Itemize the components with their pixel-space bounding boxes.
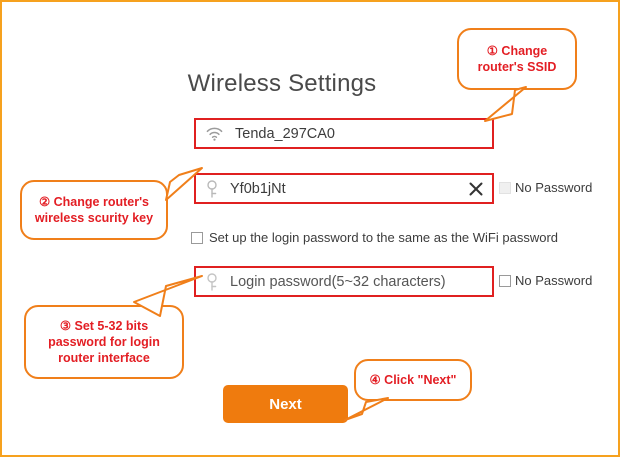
login-password-field[interactable]: Login password(5~32 characters) <box>194 266 494 297</box>
key-icon <box>207 179 217 198</box>
login-password-placeholder: Login password(5~32 characters) <box>230 273 446 290</box>
callout-1-tail <box>484 86 527 122</box>
close-x-icon[interactable] <box>468 181 484 197</box>
page-title: Wireless Settings <box>187 70 377 97</box>
same-password-label: Set up the login password to the same as… <box>209 230 559 245</box>
wifi-password-field[interactable]: Yf0b1jNt <box>194 173 494 204</box>
callout-2-tail <box>165 167 203 201</box>
key-icon <box>207 272 217 291</box>
callout-1-line-2: router's SSID <box>477 60 557 74</box>
callout-2-line-1: ② Change router's <box>38 195 149 209</box>
callout-change-ssid: ① Change router's SSID <box>457 28 577 90</box>
same-password-checkbox[interactable] <box>191 231 203 244</box>
wifi-password-value: Yf0b1jNt <box>230 180 286 197</box>
callout-3-line-3: router interface <box>58 351 150 365</box>
wifi-no-password-option[interactable]: No Password <box>499 180 592 195</box>
ssid-value: Tenda_297CA0 <box>235 125 335 142</box>
callout-login-password-info: ③ Set 5-32 bits password for login route… <box>24 305 184 379</box>
login-no-password-checkbox[interactable] <box>499 274 511 287</box>
callout-4-tail <box>344 397 389 421</box>
callout-2-line-2: wireless scurity key <box>34 211 154 225</box>
callout-click-next: ④ Click "Next" <box>354 359 472 401</box>
login-no-password-label: No Password <box>515 273 593 288</box>
callout-3-line-1: ③ Set 5-32 bits <box>59 319 149 333</box>
wifi-no-password-label: No Password <box>515 180 593 195</box>
callout-change-wireless-key: ② Change router's wireless scurity key <box>20 180 168 240</box>
login-no-password-option[interactable]: No Password <box>499 273 592 288</box>
callout-4-line-1: ④ Click "Next" <box>369 373 457 387</box>
next-button[interactable]: Next <box>223 385 348 423</box>
callout-3-tail <box>133 275 203 317</box>
wifi-icon <box>206 127 223 141</box>
same-password-row[interactable]: Set up the login password to the same as… <box>191 230 558 245</box>
callout-3-line-2: password for login <box>48 335 160 349</box>
ssid-field[interactable]: Tenda_297CA0 <box>194 118 494 149</box>
wifi-no-password-checkbox[interactable] <box>499 181 511 194</box>
callout-1-line-1: ① Change <box>486 44 548 58</box>
